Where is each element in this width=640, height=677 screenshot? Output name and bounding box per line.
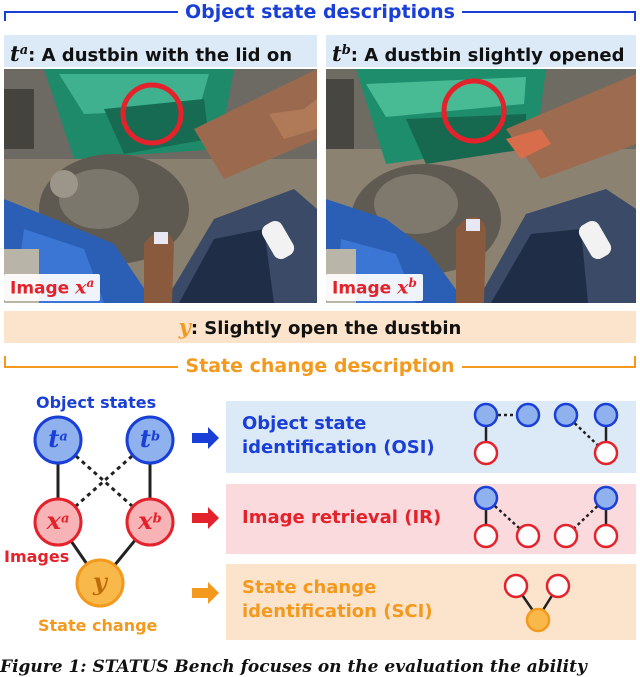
- top-header-tick-right: [634, 11, 636, 21]
- osi-mini-graph: [473, 402, 619, 466]
- task-panel-ir: Image retrieval (IR): [226, 484, 636, 554]
- state-change-caption: y: Slightly open the dustbin: [4, 311, 636, 343]
- left-state-caption: ta: A dustbin with the lid on: [4, 35, 317, 67]
- left-dustbin-photo: [4, 69, 317, 303]
- left-caption-sup: a: [19, 43, 29, 58]
- node-tb-label: tb: [139, 424, 161, 453]
- task-sci-text: State change identification (SCI): [242, 576, 433, 624]
- right-caption-var: t: [332, 41, 342, 66]
- task-osi-line2: identification (OSI): [242, 437, 435, 458]
- node-ta-label: ta: [48, 424, 68, 453]
- left-image-label: Image xa: [4, 274, 101, 301]
- node-xa-label: xa: [46, 506, 70, 535]
- bottom-header-tick-right: [634, 356, 636, 368]
- bottom-header-title: State change description: [0, 355, 640, 377]
- images-label: Images: [4, 547, 70, 566]
- change-caption-text: : Slightly open the dustbin: [190, 318, 462, 339]
- arrows: [192, 427, 219, 604]
- figure-caption-fragment: Figure 1: STATUS Bench focuses on the ev…: [0, 657, 587, 677]
- task-osi-line1: Object state: [242, 413, 367, 434]
- left-caption-text: : A dustbin with the lid on: [28, 45, 293, 66]
- right-image-label: Image xb: [326, 274, 423, 301]
- task-sci-line1: State change: [242, 577, 377, 598]
- task-ir-line1: Image retrieval (IR): [242, 507, 442, 528]
- node-y-label: y: [93, 567, 107, 596]
- node-y: [75, 558, 125, 608]
- left-image-sup: a: [86, 276, 95, 290]
- sci-mini-graph: [503, 573, 571, 633]
- relation-graph: [33, 415, 175, 608]
- change-caption-var: y: [178, 314, 191, 339]
- top-header-tick-left: [4, 11, 6, 21]
- arrow-ir: [192, 507, 219, 529]
- arrow-sci: [192, 582, 219, 604]
- right-caption-sup: b: [341, 43, 351, 58]
- node-xb: [125, 497, 175, 547]
- node-xa: [33, 497, 83, 547]
- right-state-caption: tb: A dustbin slightly opened: [326, 35, 636, 67]
- task-panel-osi: Object state identification (OSI): [226, 401, 636, 473]
- arrow-osi: [192, 427, 219, 449]
- node-xb-label: xb: [138, 506, 162, 535]
- right-image-sup: b: [408, 276, 417, 290]
- left-image-var: x: [75, 276, 87, 299]
- left-caption-var: t: [10, 41, 20, 66]
- task-ir-text: Image retrieval (IR): [242, 506, 441, 530]
- right-caption-text: : A dustbin slightly opened: [350, 45, 625, 66]
- node-tb: [125, 415, 175, 465]
- right-image-var: x: [397, 276, 409, 299]
- state-change-label: State change: [38, 616, 158, 635]
- right-dustbin-photo: [326, 69, 636, 303]
- task-panel-sci: State change identification (SCI): [226, 564, 636, 640]
- task-osi-text: Object state identification (OSI): [242, 412, 435, 460]
- object-states-label: Object states: [36, 393, 157, 412]
- top-header-title: Object state descriptions: [0, 1, 640, 23]
- task-sci-line2: identification (SCI): [242, 601, 433, 622]
- ir-mini-graph: [473, 485, 619, 549]
- node-ta: [33, 415, 83, 465]
- bottom-header-tick-left: [4, 356, 6, 368]
